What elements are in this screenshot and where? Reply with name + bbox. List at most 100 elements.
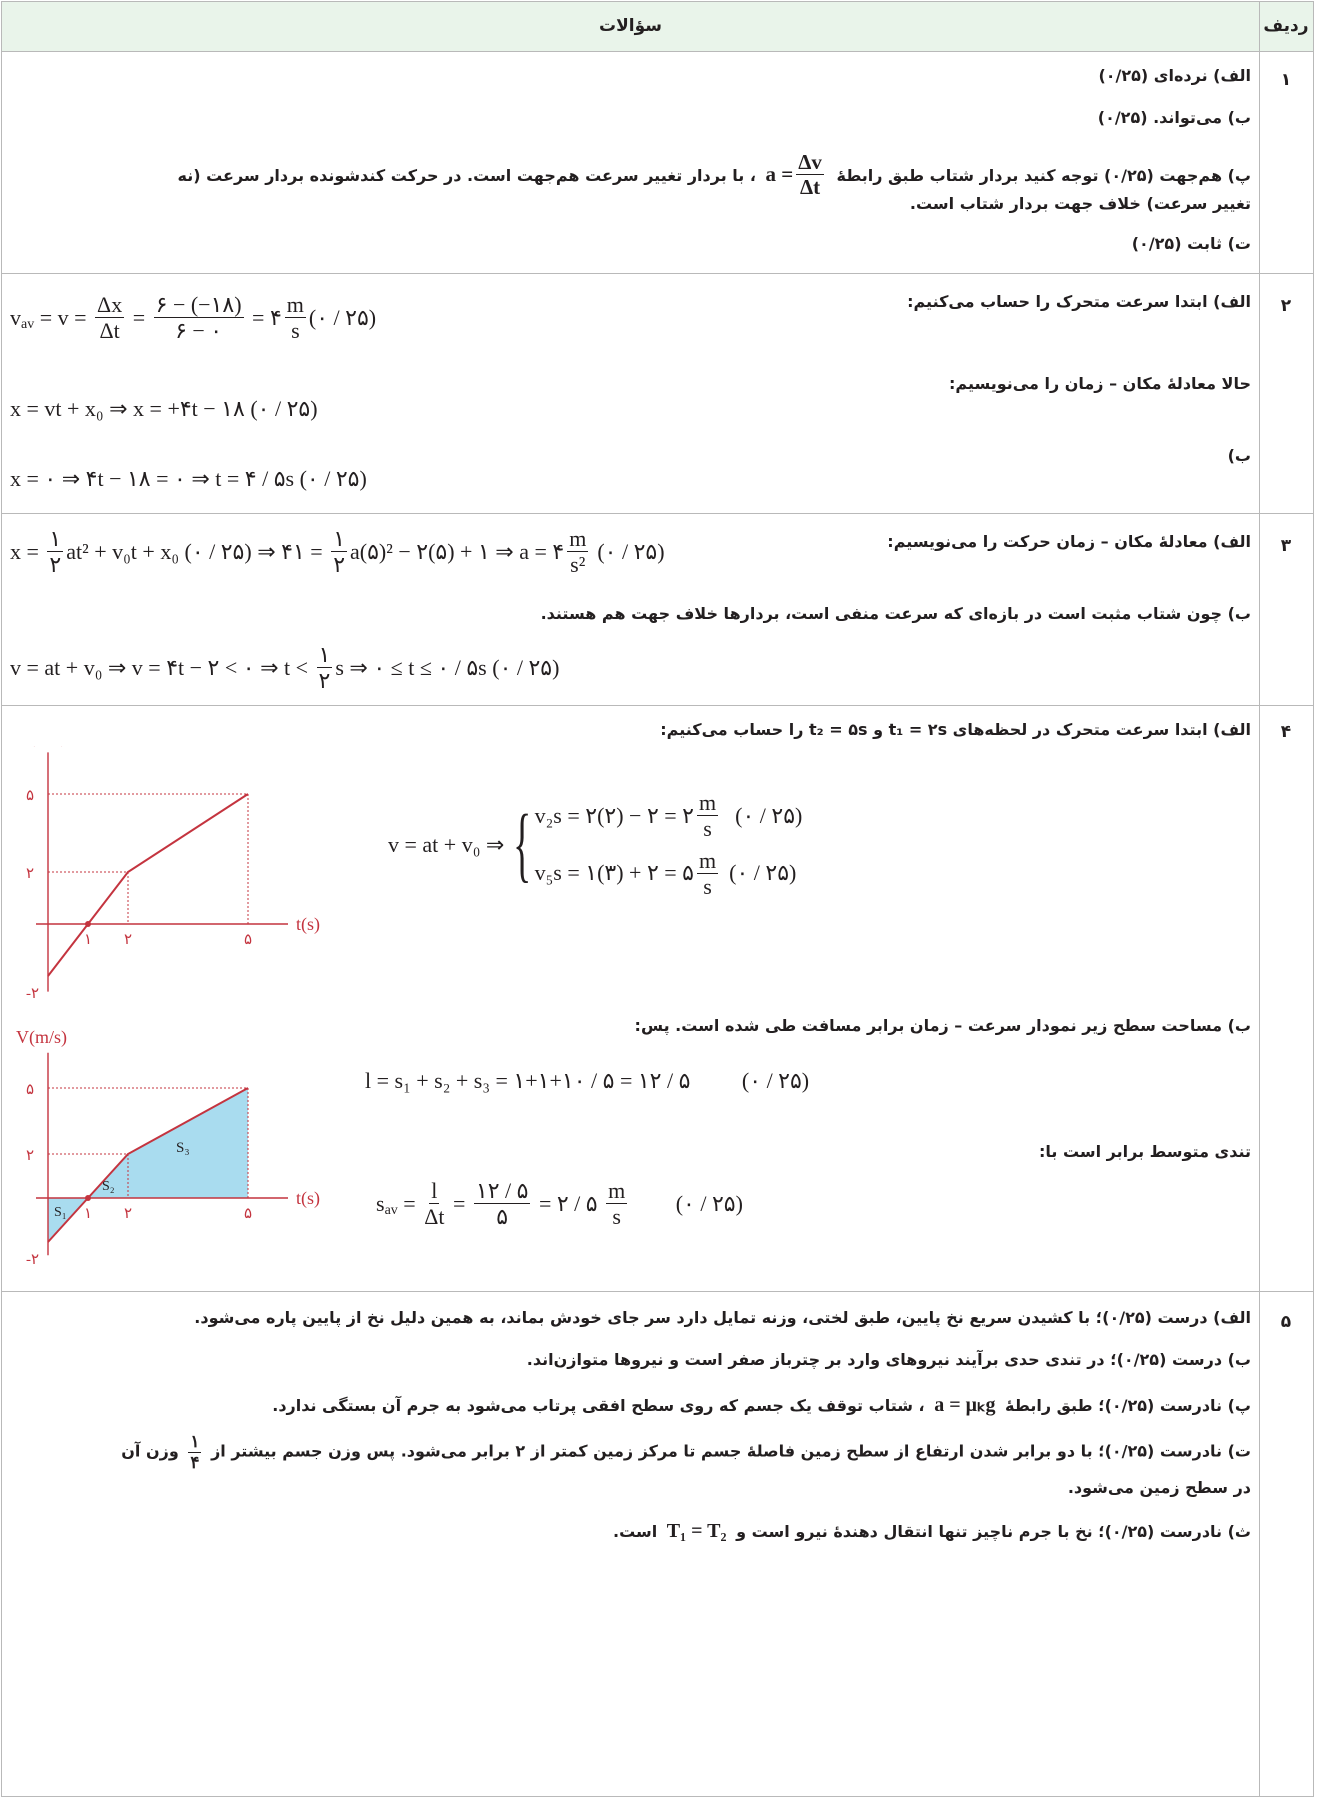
left-brace: {	[513, 797, 532, 891]
row-number: ۱	[1280, 70, 1292, 90]
eq-main: v = at + v₀ ⇒	[388, 831, 505, 857]
x-tick-label: ۵	[244, 1206, 252, 1222]
eq-num: m	[697, 847, 719, 874]
equation-4-distance: l = s₁ + s₂ + s₃ = ۱+۱+۱۰ / ۵ = ۱۲ / ۵ (…	[365, 1068, 809, 1094]
answer-2a: الف) ابتدا سرعت متحرک را حساب می‌کنیم:	[907, 292, 1251, 311]
equation-2-time: x = ۰ ⇒ ۴t − ۱۸ = ۰ ⇒ t = ۴ / ۵s (۰ / ۲۵…	[10, 466, 367, 491]
row-4-content: الف) ابتدا سرعت متحرک در لحظه‌های t₁ = ۲…	[10, 706, 1251, 1291]
y-tick-label: ۲	[26, 866, 34, 882]
row-5-content: الف) درست (۰/۲۵)؛ با کشیدن سریع نخ پایین…	[10, 1292, 1251, 1796]
eq-term: l = s₁ + s₂ + s₃ = ۱+۱+۱۰ / ۵ = ۱۲ / ۵	[365, 1068, 691, 1093]
header-number-label: ردیف	[1263, 16, 1309, 36]
eq-score: (۰ / ۲۵)	[729, 860, 797, 886]
eq-term: at² + v₀t + x₀ (۰ / ۲۵) ⇒ ۴۱ =	[66, 538, 329, 564]
eq-term: v	[10, 304, 21, 330]
eq-num: ۱	[331, 526, 348, 553]
answer-row-4: ۴ الف) ابتدا سرعت متحرک در لحظه‌های t₁ =…	[2, 706, 1313, 1292]
y-axis-label: V(m/s)	[16, 746, 67, 747]
eq-num: l	[429, 1178, 440, 1205]
area-label-s3: S₃	[176, 1140, 190, 1156]
eq-term: v₂s = ۲(۲) − ۲ = ۲	[534, 802, 694, 828]
eq-num: ۶ − (−۱۸)	[153, 292, 244, 319]
eq-term: =	[127, 304, 151, 330]
formula-left: a =	[765, 162, 794, 187]
row-1-number-cell	[1259, 52, 1313, 273]
row-2-number-cell	[1259, 274, 1313, 513]
answer-row-5: ۵ الف) درست (۰/۲۵)؛ با کشیدن سریع نخ پای…	[2, 1292, 1313, 1796]
eq-term: s ⇒ ۰ ≤ t ≤ ۰ / ۵s (۰ / ۲۵)	[335, 654, 560, 680]
answer-3a: الف) معادلهٔ مکان – زمان حرکت را می‌نویس…	[887, 532, 1251, 551]
answer-5e: ث) نادرست (۰/۲۵)؛ نخ با جرم ناچیز تنها ا…	[613, 1520, 1251, 1543]
eq-den: ۴	[190, 1452, 200, 1472]
area-s3	[128, 1088, 248, 1198]
row-2-content: الف) ابتدا سرعت متحرک را حساب می‌کنیم: v…	[10, 274, 1251, 513]
eq-den: s	[703, 873, 712, 899]
eq-den: ۲	[318, 668, 331, 694]
header-number-cell	[1259, 2, 1313, 51]
row-3-content: الف) معادلهٔ مکان – زمان حرکت را می‌نویس…	[10, 514, 1251, 705]
eq-den: s	[703, 816, 712, 842]
eq-den: ۲	[333, 552, 346, 578]
formula-den: Δt	[799, 175, 821, 200]
intercept-point	[85, 921, 91, 927]
header-row: ردیف سؤالات	[2, 2, 1313, 52]
answer-1b: ب) می‌تواند. (۰/۲۵)	[1097, 108, 1251, 127]
answer-1d: ت) ثابت (۰/۲۵)	[1131, 234, 1251, 253]
x-axis-label: t(s)	[296, 1188, 320, 1209]
answer-5d-text2: وزن آن	[121, 1441, 179, 1461]
friction-formula: a = μₖg	[934, 1394, 996, 1416]
answer-row-3: ۳ الف) معادلهٔ مکان – زمان حرکت را می‌نو…	[2, 514, 1313, 706]
eq-num: m	[567, 526, 589, 553]
eq-den: ۶ − ۰	[175, 318, 223, 344]
eq-den: s	[291, 318, 300, 344]
velocity-line	[47, 1087, 249, 1243]
eq-den: ۲	[49, 552, 62, 578]
x-axis-label: t(s)	[296, 914, 320, 935]
eq-num: m	[284, 292, 306, 319]
formula-num: Δv	[796, 150, 824, 176]
header-questions-label: سؤالات	[599, 16, 662, 36]
quarter-fraction: ۱ ۴	[188, 1432, 202, 1472]
answer-5d: ت) نادرست (۰/۲۵)؛ با دو برابر شدن ارتفاع…	[121, 1432, 1251, 1472]
y-tick-label: ۲	[26, 1148, 34, 1164]
row-number: ۴	[1280, 722, 1292, 742]
tension-formula: T₁ = T₂	[666, 1520, 727, 1542]
answer-5b: ب) درست (۰/۲۵)؛ در تندی حدی برآیند نیروه…	[526, 1350, 1251, 1369]
eq-term: a(۵)² − ۲(۵) + ۱ ⇒ a = ۴	[350, 538, 565, 564]
answer-row-1: ۱ الف) نرده‌ای (۰/۲۵) ب) می‌تواند. (۰/۲۵…	[2, 52, 1313, 274]
eq-score: (۰ / ۲۵)	[597, 538, 665, 564]
answer-1c-line1: پ) هم‌جهت (۰/۲۵) توجه کنید بردار شتاب طب…	[177, 150, 1251, 199]
eq-score: (۰ / ۲۵)	[675, 1190, 743, 1216]
answer-5c-text2: ، شتاب توقف یک جسم که روی سطح افقی پرتاب…	[272, 1396, 925, 1415]
eq-term: = ۲ / ۵	[538, 1190, 598, 1216]
x-tick-label: ۱	[84, 1206, 92, 1222]
row-3-number-cell	[1259, 514, 1313, 705]
row-number: ۵	[1280, 1312, 1292, 1332]
answer-2-now: حالا معادلهٔ مکان – زمان را می‌نویسیم:	[949, 374, 1251, 393]
y-tick-label: -۲	[26, 986, 39, 1002]
eq-den: Δt	[424, 1204, 445, 1230]
eq-term: v₅s = ۱(۳) + ۲ = ۵	[534, 860, 694, 886]
x-tick-label: ۲	[124, 932, 132, 948]
formula-fraction: Δv Δt	[796, 150, 824, 199]
row-1-content: الف) نرده‌ای (۰/۲۵) ب) می‌تواند. (۰/۲۵) …	[10, 52, 1251, 273]
eq-score: (۰ / ۲۵)	[741, 1068, 810, 1093]
eq-term: v = at + v₀ ⇒ v = ۴t − ۲ < ۰ ⇒ t <	[10, 654, 314, 680]
answer-5a: الف) درست (۰/۲۵)؛ با کشیدن سریع نخ پایین…	[194, 1308, 1251, 1327]
answer-1a: الف) نرده‌ای (۰/۲۵)	[1098, 66, 1251, 85]
area-label-s2: S₂	[102, 1179, 115, 1194]
row-number: ۲	[1280, 296, 1292, 316]
answer-5e-text2: است.	[612, 1522, 658, 1541]
eq-term: = ۴	[246, 304, 282, 330]
eq-den: s²	[570, 552, 586, 578]
equation-2-position: x = vt + x₀ ⇒ x = +۴t − ۱۸ (۰ / ۲۵)	[10, 396, 318, 421]
eq-den: s	[612, 1204, 621, 1230]
answer-2b: ب)	[1227, 446, 1251, 465]
answer-row-2: ۲ الف) ابتدا سرعت متحرک را حساب می‌کنیم:…	[2, 274, 1313, 514]
